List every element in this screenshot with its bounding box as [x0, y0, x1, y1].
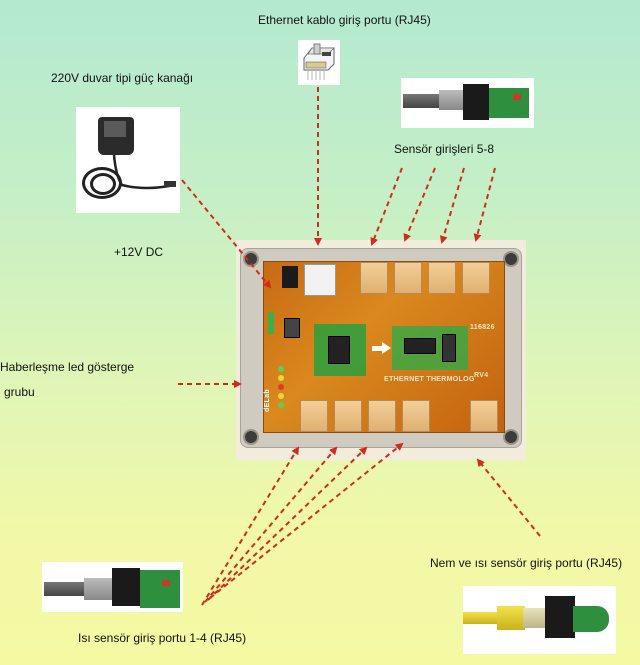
led-4	[278, 393, 284, 399]
sensor-cable	[44, 582, 88, 596]
device-case: ETHERNET THERMOLOG 116826 RV4 dELab	[240, 248, 522, 448]
sensor-jack-4	[402, 400, 430, 432]
board-brand: dELab	[264, 389, 271, 412]
sensor-plug	[439, 90, 469, 110]
yellow-cable	[463, 612, 503, 624]
arrow-temp-4	[209, 442, 404, 599]
adapter-sticker	[104, 121, 126, 137]
sensor-1-4-image	[42, 562, 183, 612]
sensor-jack-8	[462, 262, 490, 294]
power-adapter-image	[76, 107, 180, 213]
led-2	[278, 375, 284, 381]
sensor-component	[513, 94, 521, 100]
yellow-plug-boot	[497, 606, 525, 630]
sensor-jack-6	[394, 262, 422, 294]
sensor-jack-1	[300, 400, 328, 432]
sensor-jack-7	[428, 262, 456, 294]
led-group-label-line2: grubu	[4, 385, 35, 399]
ethernet-port-label: Ethernet kablo giriş portu (RJ45)	[258, 13, 431, 27]
sensor-inputs-5-8-label: Sensör girişleri 5-8	[394, 142, 495, 156]
arrow-sensor-8	[473, 167, 496, 242]
humidity-temp-port-label: Nem ve ısı sensör giriş portu (RJ45)	[430, 556, 623, 570]
arrow-humidity	[476, 458, 541, 537]
screw-top-right	[503, 251, 519, 267]
sensor-cable	[403, 94, 443, 108]
pcb-board: ETHERNET THERMOLOG 116826 RV4 dELab	[263, 261, 505, 433]
screw-bottom-right	[503, 429, 519, 445]
arrow-sensor-6	[403, 167, 436, 242]
ethernet-chip	[328, 336, 350, 364]
sensor-board	[140, 570, 180, 608]
sensor-jack-5	[360, 262, 388, 294]
screw-bottom-left	[243, 429, 259, 445]
board-title: ETHERNET THERMOLOG	[384, 376, 475, 383]
sensor-jack	[463, 84, 489, 120]
white-arrow-tail	[372, 346, 382, 351]
humidity-sensor-jack	[470, 400, 498, 432]
temp-ports-1-4-label: Isı sensör giriş portu 1-4 (RJ45)	[78, 631, 247, 645]
programming-header	[442, 334, 456, 362]
led-1	[278, 366, 284, 372]
sensor-5-8-image	[401, 78, 534, 128]
led-5	[278, 402, 284, 408]
power-adapter-label: 220V duvar tipi güç kanağı	[51, 71, 194, 85]
rj45-plug-icon	[303, 43, 335, 80]
sensor-jack-2	[334, 400, 362, 432]
status-strip	[268, 312, 274, 334]
sensor-plug	[84, 578, 116, 600]
arrow-sensor-7	[439, 167, 465, 244]
dc-power-jack	[282, 266, 298, 288]
screw-top-left	[243, 251, 259, 267]
led-3	[278, 384, 284, 390]
clear-plug	[523, 608, 549, 628]
dc-input-label: +12V DC	[114, 245, 164, 259]
sensor-component	[162, 580, 170, 586]
sensor-board	[573, 606, 609, 632]
sensor-jack-3	[368, 400, 396, 432]
arrow-temp-1	[201, 446, 300, 606]
white-arrow-icon	[382, 342, 391, 354]
adapter-cable-icon	[112, 154, 176, 190]
arrow-sensor-5	[370, 167, 403, 246]
sensor-jack	[112, 568, 140, 606]
sensor-board	[489, 88, 529, 118]
led-group-label-line1: Haberleşme led gösterge	[0, 360, 135, 374]
adapter-cable-coil-inner	[90, 173, 116, 195]
ethernet-jack	[304, 264, 336, 296]
microcontroller-chip	[404, 338, 436, 354]
sensor-jack	[545, 596, 575, 638]
board-revision: RV4	[474, 372, 489, 379]
arrow-temp-2	[204, 446, 338, 603]
rj45-connector-image	[298, 40, 340, 85]
arrow-temp-3	[207, 446, 368, 601]
voltage-regulator	[284, 318, 300, 338]
board-serial: 116826	[470, 324, 495, 331]
device-enclosure: ETHERNET THERMOLOG 116826 RV4 dELab	[236, 240, 526, 460]
humidity-sensor-image	[463, 586, 616, 654]
